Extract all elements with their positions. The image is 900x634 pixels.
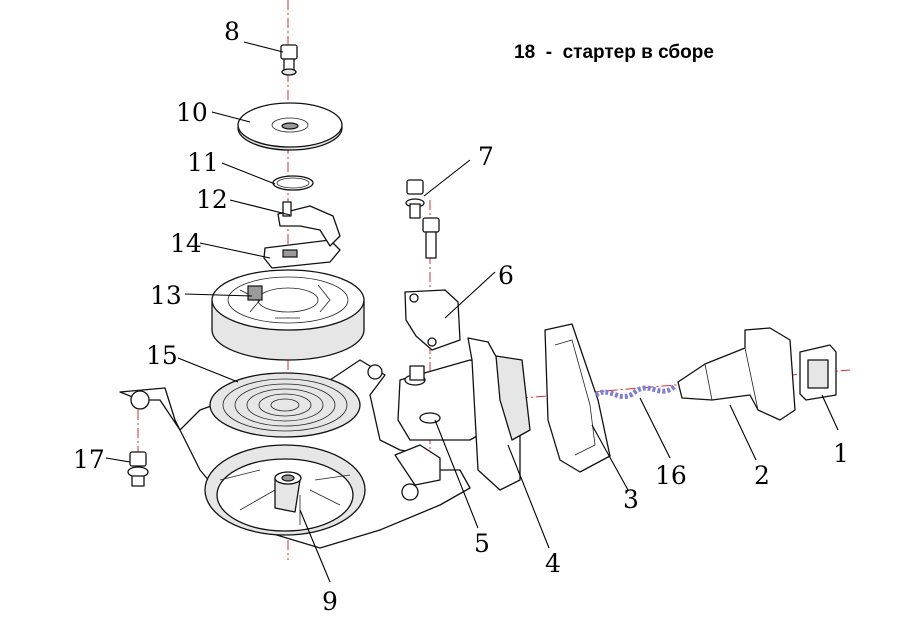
- starter-housing: [119, 359, 471, 549]
- starter-rope-16: [594, 383, 677, 400]
- callout-17: 17: [73, 445, 105, 474]
- callout-8: 8: [224, 17, 240, 46]
- bracket-6: [404, 289, 461, 351]
- callout-11: 11: [187, 148, 219, 177]
- callout-15: 15: [146, 341, 178, 370]
- callout-16: 16: [655, 461, 687, 490]
- rubber-cover-3: [544, 323, 611, 473]
- bolt-17: [127, 451, 149, 487]
- spiral-spring: [209, 372, 361, 438]
- callout-12: 12: [196, 185, 228, 214]
- callout-10: 10: [176, 98, 208, 127]
- callout-13: 13: [150, 281, 182, 310]
- bolts-7: [405, 179, 440, 259]
- callout-14: 14: [170, 229, 202, 258]
- pawl: [277, 201, 341, 247]
- callout-2: 2: [754, 461, 770, 490]
- callout-5: 5: [474, 529, 490, 558]
- callout-1: 1: [833, 439, 849, 468]
- callout-6: 6: [498, 261, 514, 290]
- cover-disk: [237, 102, 343, 151]
- handle-insert-1: [799, 344, 837, 401]
- assembly-title: 18 - стартер в сборе: [514, 42, 714, 63]
- ring-spring: [272, 175, 314, 191]
- leader-lines: [105, 41, 839, 583]
- callout-labels: 8 10 11 12 14 13 15 17 7 6 5 4 3 16 2 1 …: [73, 17, 849, 616]
- bolt-8: [280, 44, 298, 76]
- callout-7: 7: [478, 142, 494, 171]
- callout-4: 4: [545, 549, 561, 578]
- callout-3: 3: [623, 485, 639, 514]
- starter-handle-2: [677, 327, 796, 421]
- callout-9: 9: [322, 587, 338, 616]
- guide-flange-4: [467, 337, 531, 491]
- pulley: [211, 269, 365, 361]
